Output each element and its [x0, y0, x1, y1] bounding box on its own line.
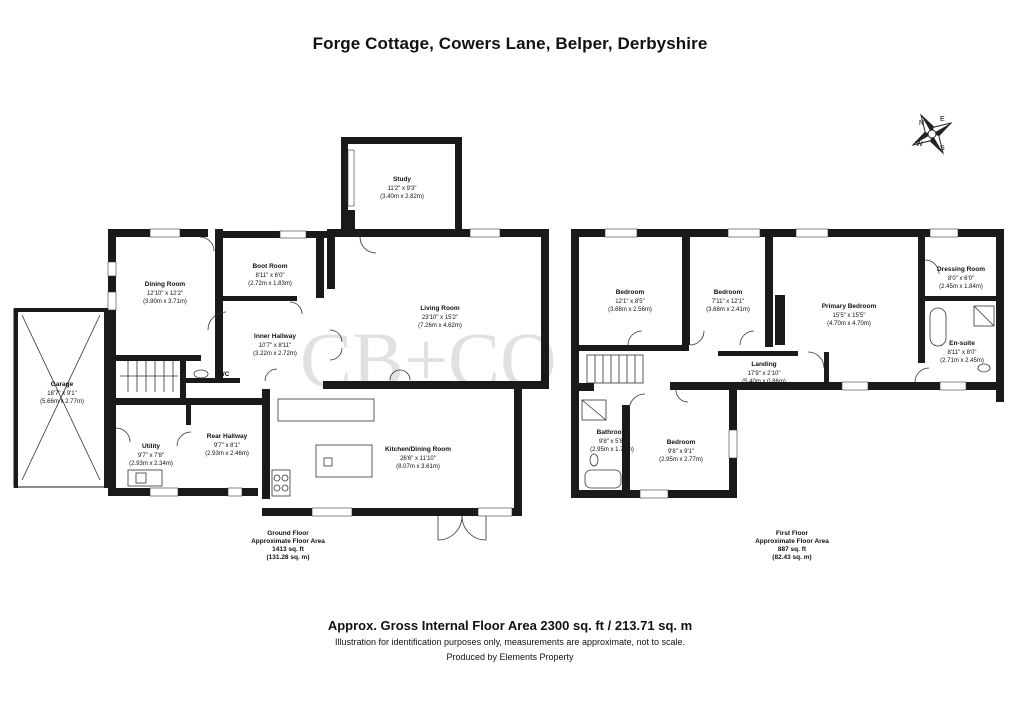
room-imperial: 8'11" x 8'0" [947, 350, 976, 356]
room-imperial: 8'0" x 6'0" [948, 276, 974, 282]
first-floor-area: First Floor Approximate Floor Area 887 s… [722, 530, 862, 562]
room-name: Garage [51, 381, 74, 388]
room-bathroom: Bathroom 9'8" x 5'8" (2.95m x 1.73m) [590, 429, 634, 453]
room-kitchen-dining: Kitchen/Dining Room 26'6" x 11'10" (8.07… [385, 446, 451, 470]
room-name: Bedroom [616, 289, 645, 296]
room-inner-hallway: Inner Hallway 10'7" x 8'11" (3.22m x 2.7… [253, 333, 297, 357]
room-imperial: 9'8" x 9'1" [668, 449, 694, 455]
room-imperial: 11'2" x 9'3" [387, 186, 416, 192]
room-name: Landing [751, 361, 776, 368]
room-imperial: 15'5" x 15'5" [833, 313, 866, 319]
room-imperial: 26'6" x 11'10" [400, 456, 436, 462]
room-metric: (2.71m x 2.45m) [940, 358, 984, 364]
first-floor-area-sqm: (82.43 sq. m) [772, 554, 812, 561]
first-floor-label: First Floor [775, 530, 809, 537]
room-name: Dining Room [145, 281, 186, 288]
room-living-room: Living Room 23'10" x 15'2" (7.26m x 4.62… [418, 305, 462, 329]
room-metric: (2.93m x 2.46m) [205, 451, 249, 457]
credit: Produced by Elements Property [446, 652, 574, 662]
room-imperial: 12'1" x 8'5" [615, 299, 645, 305]
room-imperial: 10'7" x 8'11" [259, 343, 291, 349]
room-imperial: 9'8" x 5'8" [599, 439, 625, 445]
room-wc: WC [219, 371, 230, 378]
page-title: Forge Cottage, Cowers Lane, Belper, Derb… [312, 34, 708, 53]
room-imperial: 7'11" x 12'1" [712, 299, 744, 305]
disclaimer: Illustration for identification purposes… [334, 637, 685, 647]
room-name: Study [393, 176, 411, 183]
compass-letter-w: W [916, 141, 923, 148]
room-name: Inner Hallway [254, 333, 296, 340]
room-name: Boot Room [252, 263, 287, 270]
compass-letter-e: E [940, 116, 945, 123]
gross-floor-area: Approx. Gross Internal Floor Area 2300 s… [327, 618, 693, 633]
room-metric: (3.22m x 2.72m) [253, 351, 297, 357]
room-name: Bedroom [667, 439, 696, 446]
room-name: Rear Hallway [207, 433, 248, 440]
room-imperial: 17'9" x 2'10" [748, 371, 781, 377]
room-imperial: 9'7" x 7'8" [138, 453, 164, 459]
room-imperial: 8'11" x 6'0" [255, 273, 284, 279]
room-bedroom-2: Bedroom 7'11" x 12'1" (3.68m x 2.41m) [706, 289, 750, 313]
first-floor-plan [571, 228, 1004, 499]
room-metric: (5.40m x 0.86m) [742, 379, 786, 385]
room-metric: (2.45m x 1.84m) [939, 284, 983, 290]
room-landing: Landing 17'9" x 2'10" (5.40m x 0.86m) [742, 361, 786, 385]
first-floor-area-label: Approximate Floor Area [755, 538, 829, 545]
room-name: Dressing Room [937, 266, 985, 273]
room-metric: (4.70m x 4.70m) [827, 321, 871, 327]
room-metric: (3.68m x 2.56m) [608, 307, 652, 313]
room-name: Utility [142, 443, 160, 450]
room-name: Bathroom [597, 429, 628, 436]
ground-floor-area: Ground Floor Approximate Floor Area 1413… [218, 530, 358, 562]
room-en-suite: En-suite 8'11" x 8'0" (2.71m x 2.45m) [940, 340, 984, 364]
room-metric: (7.26m x 4.62m) [418, 323, 462, 329]
room-boot-room: Boot Room 8'11" x 6'0" (2.72m x 1.83m) [248, 263, 292, 287]
compass-icon: N E S W [911, 113, 953, 155]
room-imperial: 18'7" x 9'1" [47, 391, 77, 397]
first-floor-stairs [586, 354, 644, 384]
ground-stairs [120, 361, 178, 392]
room-imperial: 23'10" x 15'2" [422, 315, 458, 321]
room-bedroom-1: Bedroom 12'1" x 8'5" (3.68m x 2.56m) [608, 289, 652, 313]
room-study: Study 11'2" x 9'3" (3.40m x 2.82m) [380, 176, 424, 200]
first-floor-area-sqft: 887 sq. ft [777, 546, 807, 553]
room-name: WC [219, 371, 230, 378]
compass-letter-s: S [940, 145, 945, 152]
room-name: Living Room [420, 305, 460, 312]
room-metric: (5.66m x 2.77m) [40, 399, 84, 405]
ground-floor-area-sqm: (131.28 sq. m) [266, 554, 310, 561]
room-imperial: 12'10" x 12'2" [147, 291, 183, 297]
room-imperial: 9'7" x 8'1" [214, 443, 240, 449]
room-metric: (8.07m x 3.61m) [396, 464, 440, 470]
room-metric: (2.95m x 2.77m) [659, 457, 703, 463]
ground-floor-area-label: Approximate Floor Area [251, 538, 325, 545]
room-bedroom-3: Bedroom 9'8" x 9'1" (2.95m x 2.77m) [659, 439, 703, 463]
ground-floor-plan [13, 137, 549, 541]
room-utility: Utility 9'7" x 7'8" (2.93m x 2.34m) [129, 443, 173, 467]
room-name: En-suite [949, 340, 975, 347]
room-metric: (2.72m x 1.83m) [248, 281, 292, 287]
room-metric: (3.68m x 2.41m) [706, 307, 750, 313]
room-metric: (3.40m x 2.82m) [380, 194, 424, 200]
room-metric: (3.90m x 3.71m) [143, 299, 187, 305]
compass-letter-n: N [919, 120, 924, 127]
room-rear-hallway: Rear Hallway 9'7" x 8'1" (2.93m x 2.46m) [205, 433, 249, 457]
room-dining-room: Dining Room 12'10" x 12'2" (3.90m x 3.71… [143, 281, 187, 305]
room-metric: (2.93m x 2.34m) [129, 461, 173, 467]
room-name: Kitchen/Dining Room [385, 446, 451, 453]
room-metric: (2.95m x 1.73m) [590, 447, 634, 453]
ground-floor-area-sqft: 1413 sq. ft [272, 546, 304, 553]
room-name: Primary Bedroom [822, 303, 877, 310]
ground-floor-label: Ground Floor [267, 530, 309, 537]
room-name: Bedroom [714, 289, 743, 296]
room-dressing-room: Dressing Room 8'0" x 6'0" (2.45m x 1.84m… [937, 266, 985, 290]
room-garage: Garage 18'7" x 9'1" (5.66m x 2.77m) [40, 381, 84, 405]
room-primary-bedroom: Primary Bedroom 15'5" x 15'5" (4.70m x 4… [822, 303, 877, 327]
